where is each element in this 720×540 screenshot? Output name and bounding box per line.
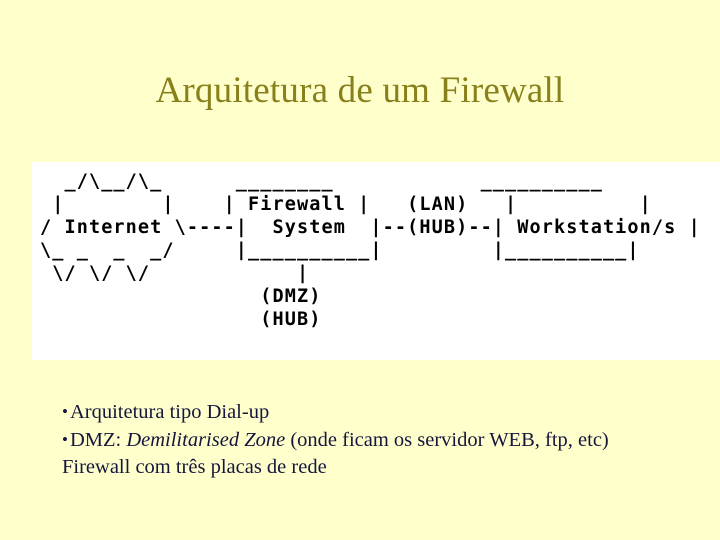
list-item-text: Arquitetura tipo Dial-up xyxy=(69,401,270,423)
list-item: •DMZ: Demilitarised Zone (onde ficam os … xyxy=(62,426,712,454)
list-item-continuation-text: Firewall com três placas de rede xyxy=(62,456,327,478)
bullet-list: •Arquitetura tipo Dial-up •DMZ: Demilita… xyxy=(62,398,712,481)
list-item-continuation: Firewall com três placas de rede xyxy=(62,454,712,481)
bullet-dot-icon: • xyxy=(62,430,68,449)
list-item: •Arquitetura tipo Dial-up xyxy=(62,398,712,426)
page-title: Arquitetura de um Firewall xyxy=(155,70,565,111)
list-item-suffix: (onde ficam os servidor WEB, ftp, etc) xyxy=(285,429,609,451)
list-item-emphasis: Demilitarised Zone xyxy=(126,429,286,451)
ascii-network-diagram: _/\__/\_ ________ __________ | | | Firew… xyxy=(40,171,701,330)
list-item-prefix: DMZ: xyxy=(69,429,127,451)
bullet-dot-icon: • xyxy=(62,402,68,421)
network-diagram-panel: _/\__/\_ ________ __________ | | | Firew… xyxy=(32,162,720,360)
